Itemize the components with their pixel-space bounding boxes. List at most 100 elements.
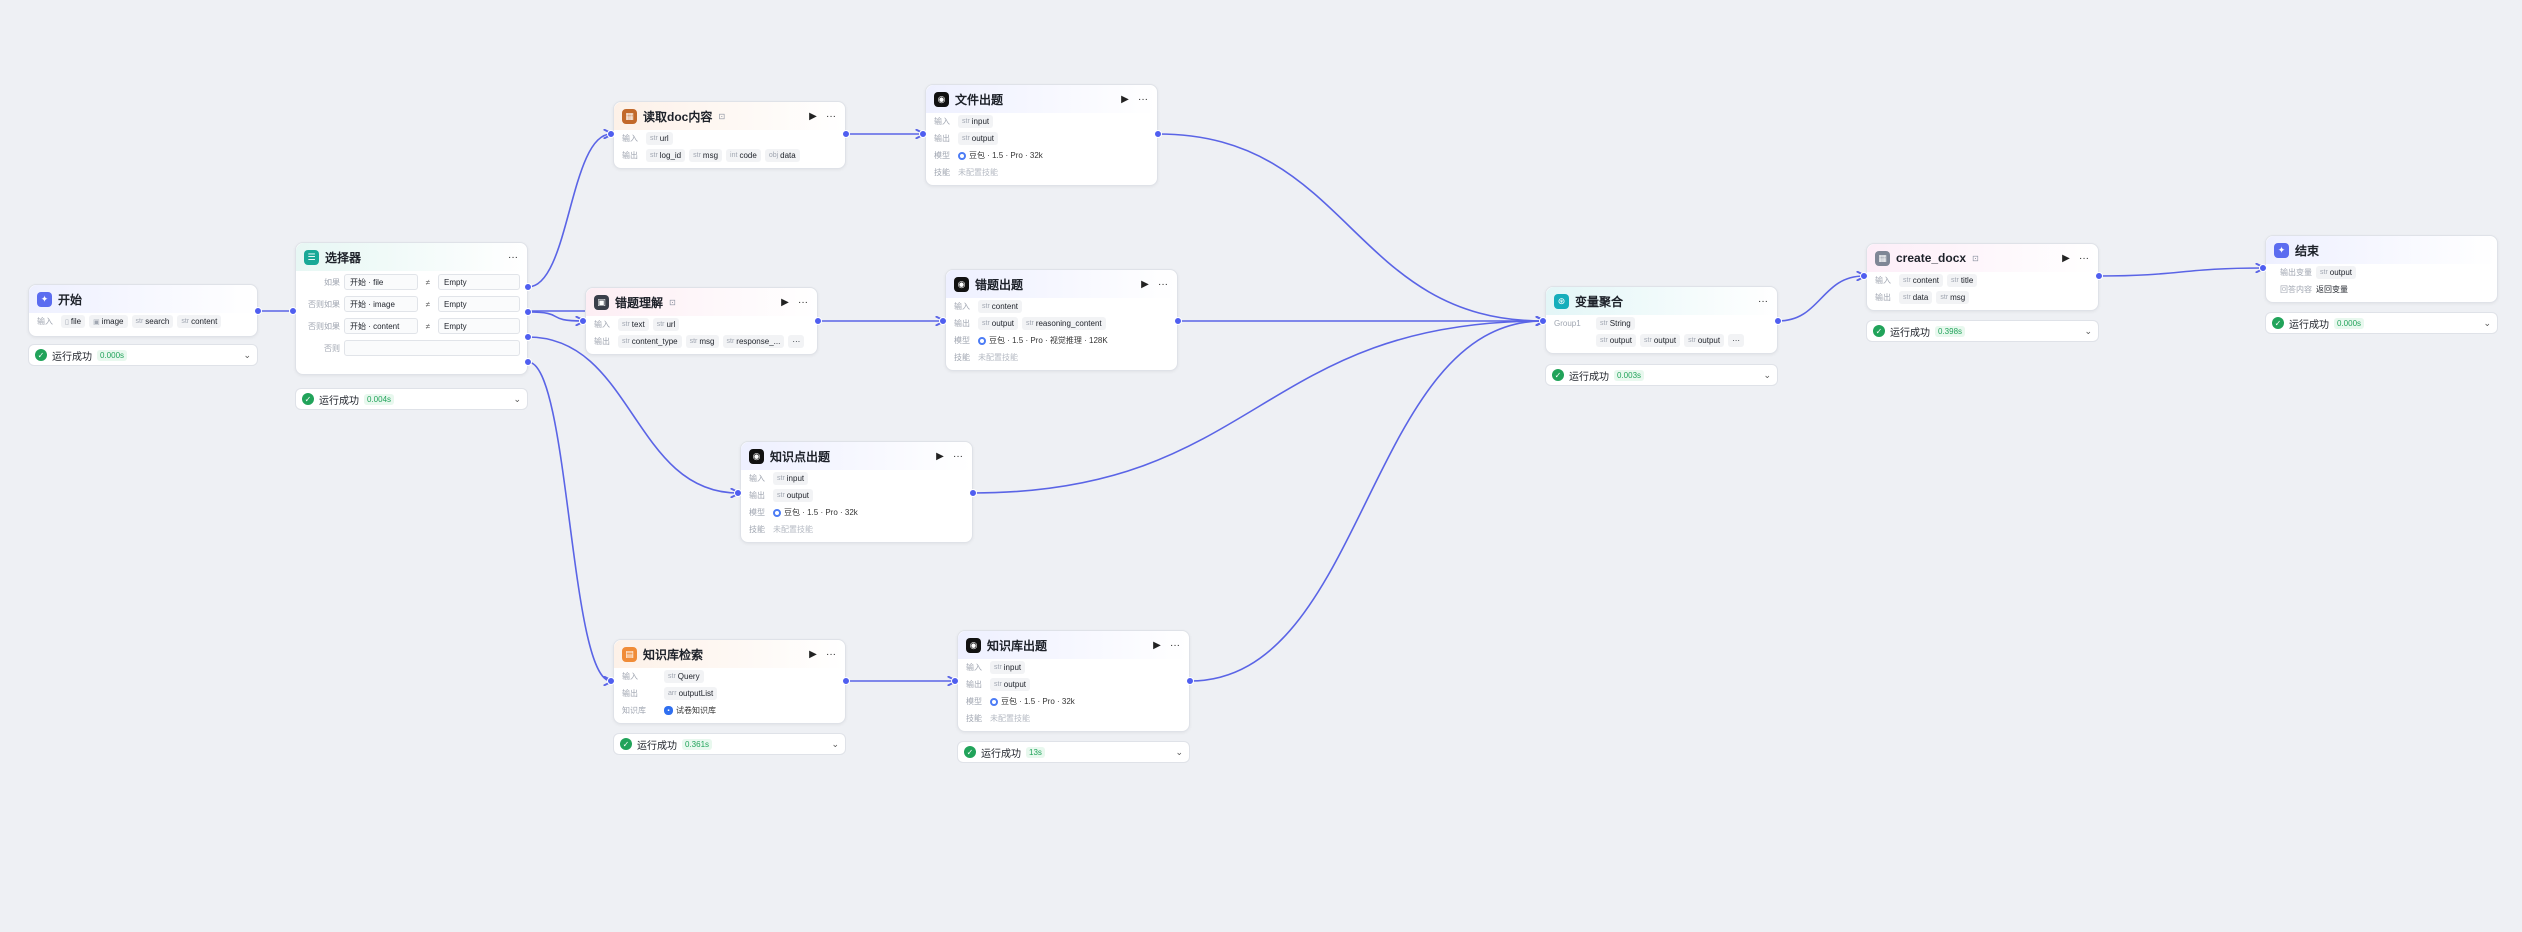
play-icon[interactable]: ▶ (1141, 278, 1149, 290)
edge-connection[interactable] (1189, 321, 1543, 682)
connection-port[interactable] (939, 317, 947, 325)
connection-port[interactable] (842, 677, 850, 685)
run-status[interactable]: ✓ 运行成功 0.000s ⌄ (28, 344, 258, 366)
connection-port[interactable] (289, 307, 297, 315)
play-icon[interactable]: ▶ (2062, 252, 2070, 264)
chevron-down-icon[interactable]: ⌄ (2084, 325, 2092, 336)
chevron-down-icon[interactable]: ⌄ (243, 349, 251, 360)
end-icon: ✦ (2274, 242, 2289, 258)
run-status[interactable]: ✓ 运行成功 0.000s ⌄ (2265, 312, 2498, 334)
input-label: 输入 (37, 317, 53, 326)
edge-connection[interactable] (972, 321, 1543, 494)
chevron-down-icon[interactable]: ⌄ (1763, 369, 1771, 380)
connection-port[interactable] (2259, 264, 2267, 272)
connection-port[interactable] (734, 489, 742, 497)
more-icon[interactable]: ··· (2079, 252, 2089, 264)
more-tag[interactable]: ··· (1728, 334, 1745, 347)
connection-port[interactable] (842, 130, 850, 138)
edge-connection[interactable] (527, 336, 738, 493)
node-selector[interactable]: ☰ 选择器 ··· 如果 开始 · file ≠ Empty 否则如果 开始 ·… (295, 242, 528, 375)
var-tag: ▯file (61, 315, 86, 328)
edge-connection[interactable] (2098, 268, 2263, 277)
edge-connection[interactable] (1157, 133, 1543, 321)
chevron-down-icon[interactable]: ⌄ (1175, 746, 1183, 757)
model-icon (978, 336, 986, 345)
file-icon: ▯ (65, 318, 69, 326)
knowledge-icon: ▤ (622, 646, 637, 662)
edge-connection[interactable] (527, 134, 611, 288)
lock-icon: ⊡ (669, 297, 676, 307)
run-status[interactable]: ✓ 运行成功 0.004s ⌄ (295, 388, 528, 410)
connection-port[interactable] (2095, 272, 2103, 280)
run-status[interactable]: ✓ 运行成功 0.361s ⌄ (613, 733, 846, 755)
connection-port[interactable] (1186, 677, 1194, 685)
connection-port[interactable] (814, 317, 822, 325)
condition-row: 否则如果 开始 · image ≠ Empty (296, 293, 527, 315)
run-status[interactable]: ✓ 运行成功 0.003s ⌄ (1545, 364, 1778, 386)
more-icon[interactable]: ··· (798, 296, 808, 308)
more-icon[interactable]: ··· (826, 110, 836, 122)
more-icon[interactable]: ··· (1158, 278, 1168, 290)
play-icon[interactable]: ▶ (1121, 93, 1129, 105)
play-icon[interactable]: ▶ (809, 648, 817, 660)
edge-connection[interactable] (527, 311, 583, 321)
connection-port[interactable] (1174, 317, 1182, 325)
edge-connection[interactable] (1777, 276, 1864, 322)
more-icon[interactable]: ··· (953, 450, 963, 462)
lock-icon: ⊡ (1972, 253, 1979, 263)
play-icon[interactable]: ▶ (781, 296, 789, 308)
more-icon[interactable]: ··· (1170, 639, 1180, 651)
connection-port[interactable] (969, 489, 977, 497)
check-icon: ✓ (1552, 369, 1564, 381)
connection-port[interactable] (1539, 317, 1547, 325)
connection-port[interactable] (1860, 272, 1868, 280)
run-status[interactable]: ✓ 运行成功 13s ⌄ (957, 741, 1190, 763)
kb-info: ▪试卷知识库 (664, 705, 716, 716)
connection-port[interactable] (919, 130, 927, 138)
chevron-down-icon[interactable]: ⌄ (2483, 317, 2491, 328)
more-icon[interactable]: ··· (1138, 93, 1148, 105)
connection-port[interactable] (254, 307, 262, 315)
play-icon[interactable]: ▶ (936, 450, 944, 462)
more-icon[interactable]: ··· (1758, 295, 1768, 307)
connection-port[interactable] (1774, 317, 1782, 325)
connection-port[interactable] (524, 283, 532, 291)
edge-connection[interactable] (527, 361, 611, 681)
connection-port[interactable] (607, 130, 615, 138)
more-tag[interactable]: ··· (788, 335, 805, 348)
image-icon: ▣ (93, 318, 100, 326)
connection-port[interactable] (1154, 130, 1162, 138)
more-icon[interactable]: ··· (826, 648, 836, 660)
play-icon[interactable]: ▶ (809, 110, 817, 122)
connection-port[interactable] (579, 317, 587, 325)
run-status[interactable]: ✓ 运行成功 0.398s ⌄ (1866, 320, 2099, 342)
chevron-down-icon[interactable]: ⌄ (831, 738, 839, 749)
connection-port[interactable] (524, 358, 532, 366)
connection-port[interactable] (524, 308, 532, 316)
connection-port[interactable] (951, 677, 959, 685)
chevron-down-icon[interactable]: ⌄ (513, 393, 521, 404)
more-icon[interactable]: ··· (508, 251, 518, 263)
connection-port[interactable] (607, 677, 615, 685)
play-icon[interactable]: ▶ (1153, 639, 1161, 651)
connection-port[interactable] (524, 333, 532, 341)
